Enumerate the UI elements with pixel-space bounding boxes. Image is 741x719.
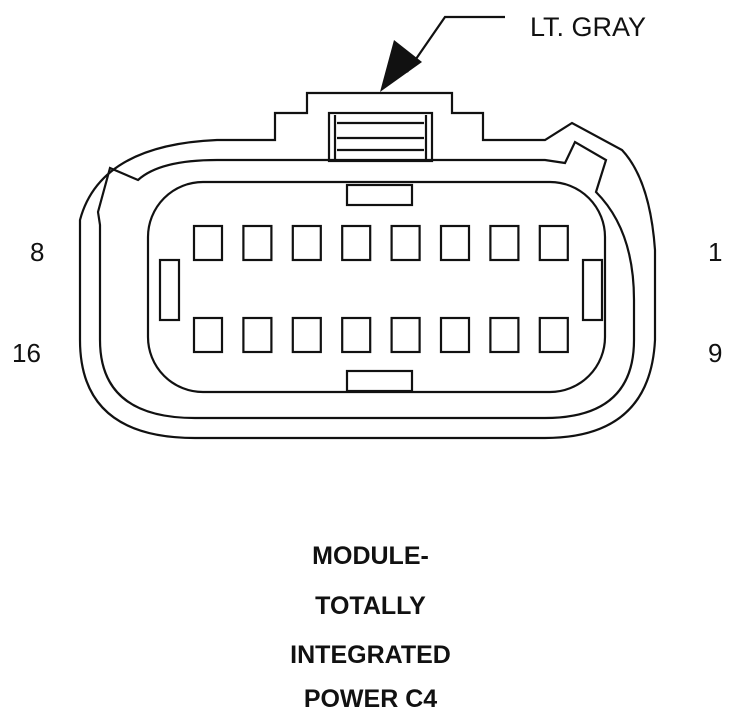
pin-label-top-left: 8: [30, 237, 45, 267]
cavity-top-6: [439, 224, 471, 262]
cavity-bottom-4: [341, 316, 372, 354]
caption-line-2: TOTALLY: [315, 592, 426, 620]
cavity-top-7: [489, 224, 520, 262]
connector-housing-outer: [78, 91, 657, 440]
caption-line-4: POWER C4: [303, 685, 438, 713]
connector-lock: [327, 111, 434, 163]
terminal-face: [146, 180, 607, 394]
cavity-bottom-1: [192, 316, 224, 354]
pin-label-top-right: 1: [708, 237, 723, 267]
cavity-bottom-2: [242, 316, 273, 354]
caption-line-1: MODULE-: [312, 542, 429, 570]
cavity-top-3: [291, 224, 322, 262]
polarization-key-bottom: [345, 369, 414, 393]
polarization-key-right: [581, 258, 604, 322]
cavity-top-2: [242, 224, 273, 262]
polarization-key-left: [158, 258, 181, 322]
cavity-top-5: [390, 224, 421, 262]
pin-label-bottom-right: 9: [708, 338, 723, 368]
cavity-top-1: [192, 224, 224, 262]
cavity-top-8: [538, 224, 569, 262]
cavity-bottom-5: [390, 316, 421, 354]
cavity-grid: [192, 224, 569, 354]
callout-leader-line: [406, 15, 505, 73]
cavity-top-4: [341, 224, 372, 262]
cavity-bottom-6: [439, 316, 471, 354]
callout-arrowhead: [380, 40, 422, 92]
cavity-bottom-8: [538, 316, 569, 354]
connector-housing-inner: [96, 140, 636, 420]
wire-color-label: LT. GRAY: [530, 12, 647, 42]
cavity-bottom-7: [489, 316, 520, 354]
cavity-bottom-3: [291, 316, 322, 354]
pin-label-bottom-left: 16: [12, 338, 41, 368]
caption-line-3: INTEGRATED: [290, 641, 451, 669]
polarization-key-top: [345, 183, 414, 207]
